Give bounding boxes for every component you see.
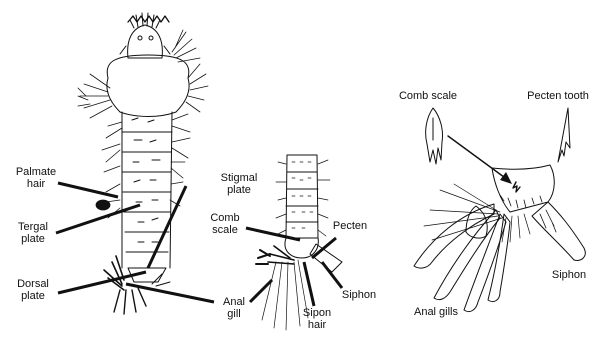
arrow-comb-scale: [448, 136, 512, 184]
leader-sipon-hair: [304, 262, 314, 306]
label-siphon: Siphon: [336, 289, 382, 301]
larva-full: [78, 13, 208, 314]
label-comb-scale: Comb scale: [203, 212, 247, 236]
label-siphon-detail: Siphon: [544, 269, 594, 281]
larva-thorax: [107, 55, 189, 117]
leader-comb-scale: [246, 228, 300, 240]
larva-head: [120, 13, 170, 58]
leader-anal-gill: [126, 284, 214, 302]
label-tergal-plate: Tergal plate: [10, 221, 56, 245]
label-pecten-tooth: Pecten tooth: [516, 90, 600, 102]
comb-scale-drawing: [426, 108, 443, 164]
lateral-hairs: [96, 114, 190, 218]
label-stigmal-plate: Stigmal plate: [214, 172, 264, 196]
head-brushes: [172, 30, 200, 62]
label-sipon-hair: Sipon hair: [296, 307, 338, 331]
leader-tergal-plate: [56, 205, 140, 233]
abdomen-segments: [122, 112, 172, 268]
label-comb-scale-detail: Comb scale: [388, 90, 468, 102]
leader-stigmal-plate: [148, 186, 186, 268]
leader-dorsal-plate: [58, 272, 146, 293]
pecten-tooth-drawing: [558, 108, 570, 162]
leader-siphon: [322, 262, 342, 288]
label-pecten: Pecten: [326, 220, 374, 232]
label-anal-gills: Anal gills: [396, 306, 476, 318]
label-dorsal-plate: Dorsal plate: [10, 278, 56, 302]
label-anal-gill: Anal gill: [216, 296, 252, 320]
terminal-segment-drawing: [414, 165, 585, 312]
label-palmate-hair: Palmate hair: [10, 166, 62, 190]
